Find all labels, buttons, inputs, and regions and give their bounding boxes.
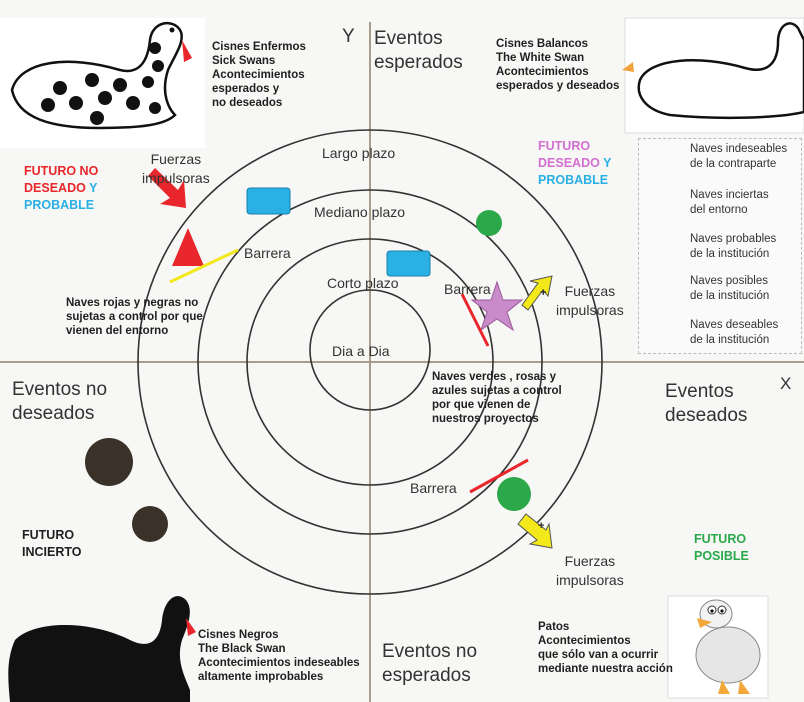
forces-right-label: Fuerzas impulsoras [556, 283, 624, 318]
future-undesired-part-3: PROBABLE [24, 198, 95, 212]
y-axis-label: Y [342, 26, 355, 47]
legend-item-green-circle: Naves posibles de la institución [690, 275, 770, 302]
ring-medium-term [197, 189, 543, 535]
ring-label-day-to-day: Dia a Dia [332, 343, 390, 359]
yellow-barrier-top-left [169, 248, 239, 284]
future-possible: FUTURO POSIBLE [694, 532, 749, 563]
future-undesired-part-2: Y [89, 181, 98, 195]
barrier-top-left-label: Barrera [244, 245, 291, 261]
sick-swan-image [0, 18, 205, 148]
desired-events-label: Eventos deseados [665, 381, 748, 426]
blue-rect-icon-short [386, 250, 431, 277]
expected-events-label: Eventos esperados [374, 28, 463, 73]
forces-top-left-label: Fuerzas impulsoras [142, 151, 210, 186]
red-barrier-bottom [469, 458, 529, 494]
blue-rect-icon-medium [246, 187, 291, 215]
legend-item-blue-rect: Naves probables de la institución [690, 233, 777, 260]
red-barrier-right [460, 293, 490, 347]
white-swan-image [622, 17, 804, 134]
legend-item-red-triangle: Naves indeseables de la contraparte [690, 143, 788, 170]
black-swan-text: Cisnes Negros The Black Swan Acontecimie… [198, 629, 360, 683]
ring-day-to-day [309, 289, 431, 411]
x-axis-label: X [780, 374, 792, 393]
future-undesired-probable: FUTURO NO DESEADO Y PROBABLE [24, 146, 98, 214]
dark-circle-icon-large [85, 438, 133, 486]
ring-label-short-term: Corto plazo [327, 275, 399, 291]
future-undesired-part-1: FUTURO NO DESEADO [24, 164, 99, 195]
future-desired-probable: FUTURO DESEADO Y PROBABLE [538, 121, 611, 189]
pink-star-icon [470, 280, 524, 332]
sick-swan-text: Cisnes Enfermos Sick Swans Acontecimient… [212, 41, 306, 109]
future-desired-part-1: FUTURO DESEADO [538, 139, 600, 170]
unexpected-events-label: Eventos no esperados [382, 641, 478, 686]
red-arrow-icon [148, 168, 186, 208]
duck-image [667, 595, 769, 699]
legend-item-dark-circle: Naves inciertas del entorno [690, 189, 769, 216]
ring-label-long-term: Largo plazo [322, 145, 396, 161]
dark-circle-icon-small [132, 506, 168, 542]
legend-item-pink-star: Naves deseables de la institución [690, 319, 779, 346]
black-swan-image [8, 596, 196, 702]
arrow-plus-right: + [540, 287, 547, 299]
future-uncertain: FUTURO INCIERTO [22, 528, 82, 559]
barrier-right-label: Barrera [444, 281, 491, 297]
note-left: Naves rojas y negras no sujetas a contro… [66, 297, 203, 337]
green-circle-icon-bottom [497, 477, 531, 511]
undesired-events-label: Eventos no deseados [12, 379, 108, 424]
barrier-bottom-label: Barrera [410, 480, 457, 496]
note-right: Naves verdes , rosas y azules sujetas a … [432, 371, 562, 425]
legend-box [638, 138, 802, 354]
white-swan-text: Cisnes Balancos The White Swan Acontecim… [496, 38, 620, 92]
green-circle-icon-top [476, 210, 502, 236]
arrow-plus-bottom: + [538, 520, 545, 532]
yellow-arrow-icon-right [521, 275, 553, 311]
ring-label-medium-term: Mediano plazo [314, 204, 406, 220]
ring-short-term [246, 238, 494, 486]
duck-text: Patos Acontecimientos que sólo van a ocu… [538, 621, 673, 675]
future-desired-part-3: PROBABLE [538, 173, 609, 187]
future-desired-part-2: Y [603, 156, 612, 170]
red-triangle-icon [172, 228, 204, 266]
ring-long-term [137, 129, 603, 595]
yellow-arrow-icon-bottom [517, 513, 553, 549]
forces-bottom-label: Fuerzas impulsoras [556, 553, 624, 588]
